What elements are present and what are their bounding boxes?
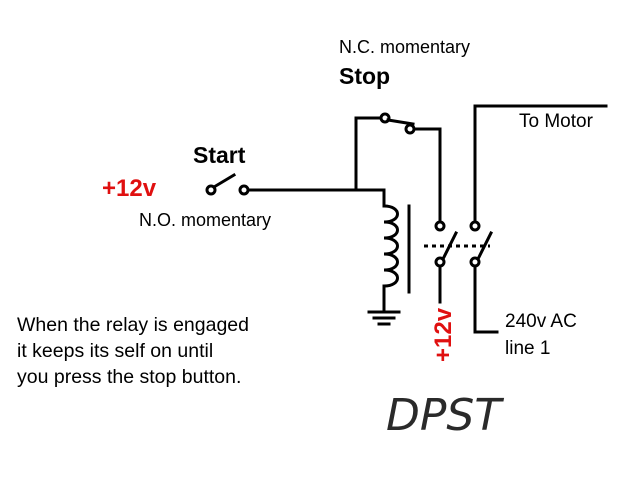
relay-coil bbox=[382, 204, 411, 312]
ground-icon bbox=[367, 310, 401, 326]
relay-contact-pole-1 bbox=[434, 220, 459, 304]
motor-output-label: To Motor bbox=[519, 111, 593, 132]
start-switch-type: N.O. momentary bbox=[139, 210, 272, 230]
relay-contact-pole-2 bbox=[469, 104, 608, 334]
start-voltage-label: +12v bbox=[102, 175, 157, 202]
stop-switch-title: Stop bbox=[339, 63, 391, 89]
explanation-line-2: it keeps its self on until bbox=[17, 340, 214, 362]
start-switch-title: Start bbox=[193, 142, 246, 168]
start-switch bbox=[205, 172, 250, 196]
relay-type-label: DPST bbox=[386, 390, 502, 441]
coil-voltage-label: +12v bbox=[430, 307, 457, 362]
stop-switch bbox=[354, 112, 442, 224]
explanation-line-3: you press the stop button. bbox=[17, 366, 242, 388]
ac-line-label-2: line 1 bbox=[505, 338, 551, 359]
ac-line-label-1: 240v AC bbox=[505, 311, 577, 332]
explanation-line-1: When the relay is engaged bbox=[17, 314, 249, 336]
stop-switch-type: N.C. momentary bbox=[339, 37, 471, 57]
